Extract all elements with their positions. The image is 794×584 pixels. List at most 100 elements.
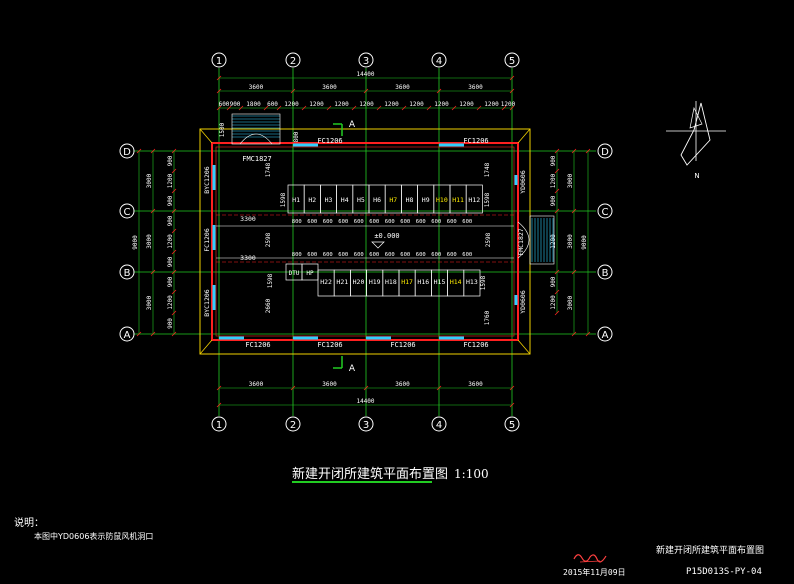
- roof-corner-line: [199, 128, 213, 144]
- axis-label-column: 3: [363, 56, 369, 67]
- cabinet-top: [465, 184, 483, 214]
- cabinet-top-label: H4: [341, 196, 349, 204]
- top-sub-dim-tick: [301, 105, 307, 111]
- top-sub-dim-tick: [509, 105, 515, 111]
- trench-dim-label: 600: [385, 252, 395, 258]
- left-inner-dim-tick: [171, 269, 177, 275]
- bottom-bay-dim-label: 3600: [249, 381, 264, 388]
- axis-bubble-row: [119, 264, 135, 280]
- north-arrow-head: [689, 106, 703, 129]
- axis-label-column: 1: [216, 420, 222, 431]
- exterior-wall: [211, 142, 519, 341]
- trench-dim-label: 600: [307, 252, 317, 258]
- opening-label-left: BYC1206: [203, 289, 211, 316]
- opening-label-right: YD0606: [519, 170, 527, 194]
- cabinet-top-label: H6: [373, 196, 381, 204]
- axis-label-column: 1: [216, 56, 222, 67]
- top-sub-dim-label: 900: [230, 101, 241, 108]
- left-inner-dim-tick: [171, 188, 177, 194]
- top-sub-dim-tick: [426, 105, 432, 111]
- axis-bubble-row: [597, 326, 613, 342]
- cabinet-aux-label: DTU: [289, 270, 300, 277]
- cabinet-aux-label: HP: [306, 270, 314, 277]
- roof-corner-line: [517, 339, 531, 355]
- left-outer-dim-tick: [150, 208, 156, 214]
- top-sub-dim-label: 1200: [359, 101, 374, 108]
- cabinet-aux: [301, 263, 319, 281]
- notes-heading: 说明：: [14, 518, 44, 529]
- bottom-bay-dim-tick: [290, 385, 296, 391]
- north-arrow-icon: N: [666, 101, 726, 180]
- left-inner-dim-tick: [171, 310, 177, 316]
- section-label-top: A: [349, 120, 356, 130]
- cabinet-bottom-label: H17: [401, 278, 413, 286]
- axis-bubble-row: [597, 264, 613, 280]
- cabinet-top-label: H5: [357, 196, 365, 204]
- cabinet-top-label: H3: [325, 196, 333, 204]
- drawing-title-text: 新建开闭所建筑平面布置图: [292, 467, 449, 482]
- opening-label-right: YD0606: [519, 290, 527, 314]
- top-sub-dim-tick: [451, 105, 457, 111]
- trench-dim-label: 600: [354, 219, 364, 225]
- opening-label-right: FMC1827: [517, 228, 525, 255]
- top-sub-dim-tick: [263, 105, 269, 111]
- cabinet-bottom-label: H16: [417, 278, 429, 286]
- sheet-number: P15D013S-PY-04: [686, 567, 762, 577]
- left-inner-dim-tick: [171, 331, 177, 337]
- axis-label-column: 5: [509, 56, 515, 67]
- level-symbol-icon: [371, 241, 385, 249]
- right-outer-dim-tick: [571, 208, 577, 214]
- drawing-title: 新建开闭所建筑平面布置图 1:100: [292, 463, 489, 482]
- left-inner-dim-label: 1200: [167, 173, 174, 188]
- top-total-dim-tick: [216, 75, 222, 81]
- axis-label-column: 3: [363, 420, 369, 431]
- left-inner-dim-tick: [171, 228, 177, 234]
- axis-label-row: C: [124, 207, 131, 218]
- right-total-dim-tick: [585, 331, 591, 337]
- axis-bubble-column: [211, 416, 227, 432]
- top-sub-dim-label: 600: [267, 101, 278, 108]
- top-bay-dim-tick: [290, 88, 296, 94]
- axis-label-row: B: [602, 268, 609, 279]
- top-bay-dim-label: 3600: [249, 84, 264, 91]
- cabinet-top-label: H10: [436, 196, 448, 204]
- dim-top-left: 1500: [219, 122, 226, 137]
- top-bay-dim-label: 3600: [395, 84, 410, 91]
- left-inner-dim-tick: [171, 208, 177, 214]
- axis-label-column: 2: [290, 56, 296, 67]
- axis-bubble-column: [358, 52, 374, 68]
- cabinet-bottom-label: H21: [336, 278, 348, 286]
- right-inner-dim-tick: [554, 310, 560, 316]
- cabinet-bottom-label: H14: [450, 278, 462, 286]
- right-outer-dim-label: 3000: [567, 295, 574, 310]
- section-label-bottom: A: [349, 364, 356, 374]
- right-outer-dim-label: 3000: [567, 234, 574, 249]
- right-inner-dim-tick: [554, 168, 560, 174]
- axis-bubble-column: [358, 416, 374, 432]
- interior-dim: 1598: [484, 192, 491, 207]
- top-sub-dim-tick: [401, 105, 407, 111]
- interior-dim: 3300: [240, 215, 256, 223]
- left-inner-dim-label: 900: [167, 215, 174, 226]
- right-inner-dim-tick: [554, 289, 560, 295]
- axis-label-row: C: [602, 207, 609, 218]
- left-inner-dim-tick: [171, 148, 177, 154]
- trench-dim-label: 600: [354, 252, 364, 258]
- right-inner-dim-tick: [554, 208, 560, 214]
- top-sub-dim-label: 1200: [409, 101, 424, 108]
- trench-dim-label: 600: [416, 252, 426, 258]
- trench-dim-label: 600: [400, 219, 410, 225]
- trench-dim-label: 800: [292, 252, 302, 258]
- left-inner-dim-label: 900: [167, 276, 174, 287]
- axis-bubble-column: [431, 416, 447, 432]
- drawing-scale: 1:100: [454, 467, 489, 481]
- axis-bubble-column: [285, 416, 301, 432]
- right-inner-dim-tick: [554, 148, 560, 154]
- top-sub-dim-label: 1800: [246, 101, 261, 108]
- roof-corner-line: [517, 128, 531, 144]
- top-sub-dim-label: 1200: [309, 101, 324, 108]
- cabinet-top-label: H11: [452, 196, 464, 204]
- trench-dim-label: 600: [338, 252, 348, 258]
